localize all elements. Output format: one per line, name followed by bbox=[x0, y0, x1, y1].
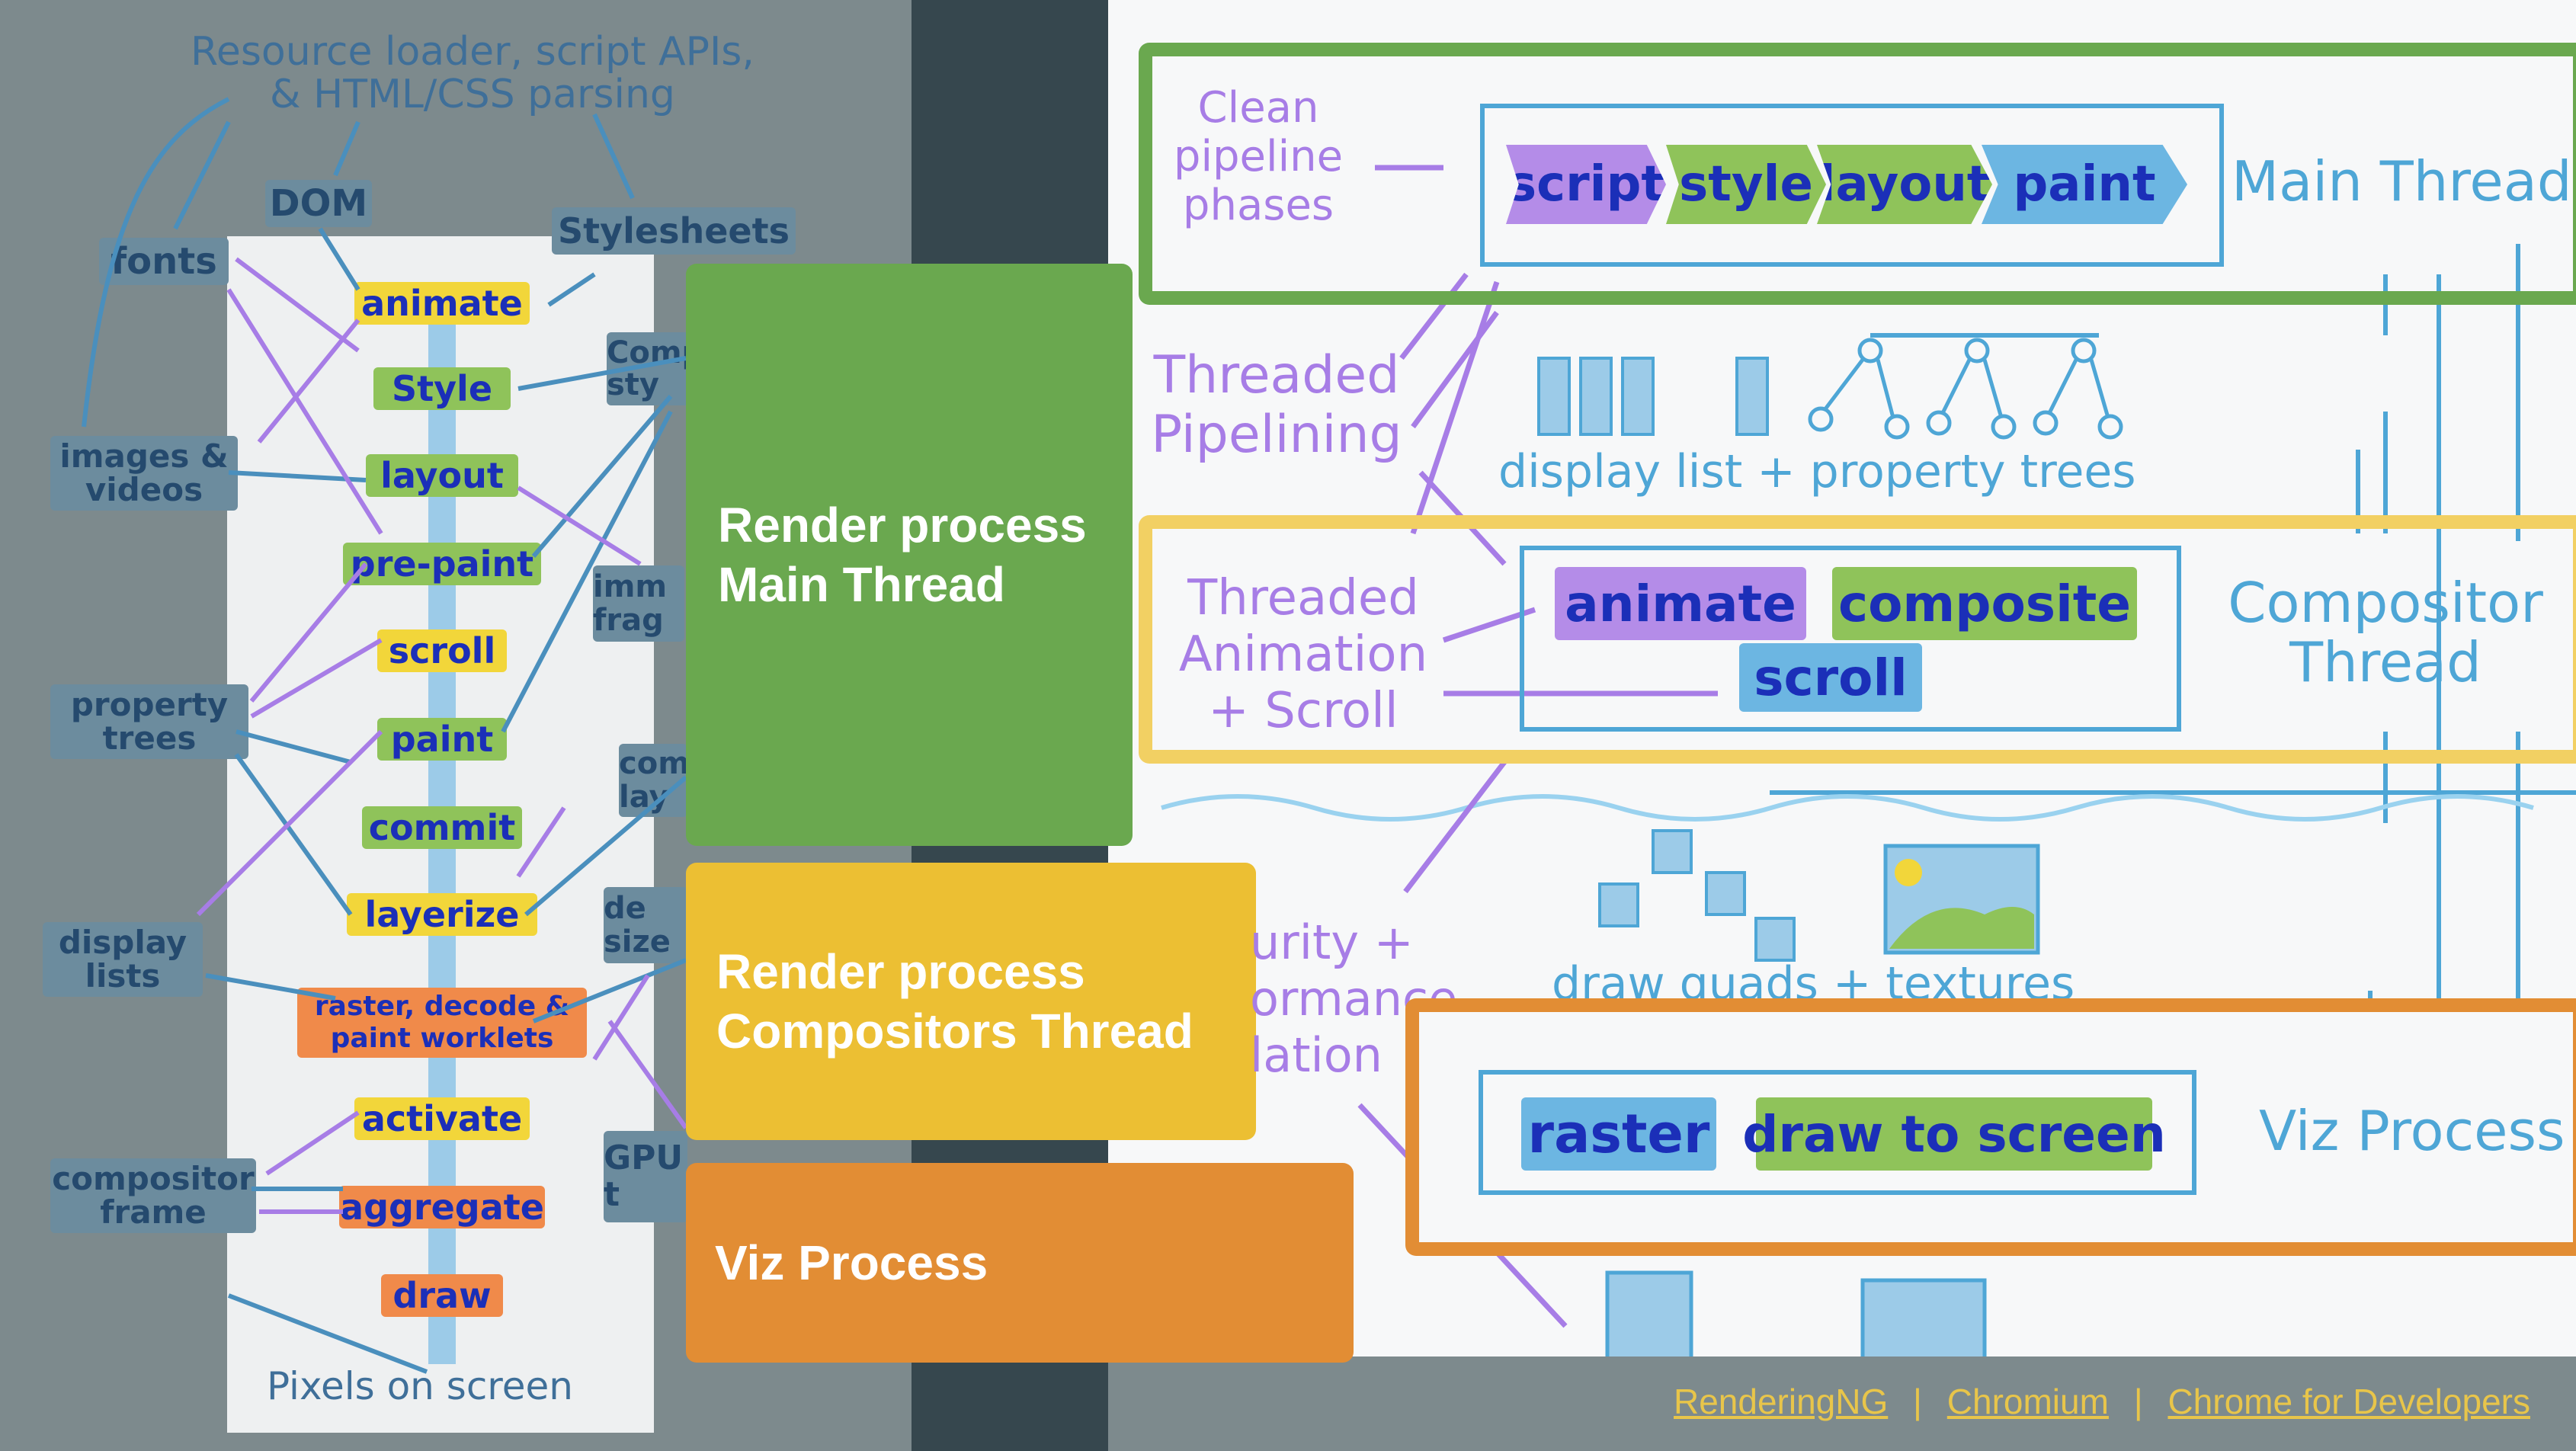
display-lists-label: display lists bbox=[43, 922, 203, 997]
legend-compositor-thread: Render process Compositors Thread bbox=[686, 863, 1256, 1140]
viz-raster-chip: raster bbox=[1521, 1097, 1716, 1171]
stage-chip: layout bbox=[366, 454, 518, 497]
legend-main-thread: Render process Main Thread bbox=[686, 264, 1133, 846]
footer-links: RenderingNG | Chromium | Chrome for Deve… bbox=[1674, 1381, 2530, 1422]
stage-chip: commit bbox=[362, 806, 522, 849]
phase-chip-paint: paint bbox=[1982, 145, 2187, 224]
property-trees-label: property trees bbox=[50, 684, 248, 759]
bottom-strip bbox=[1108, 1357, 2576, 1451]
phase-chip-style: style bbox=[1666, 145, 1826, 224]
main-thread-pipeline-box bbox=[1480, 104, 2224, 267]
threaded-pipelining-label: Threaded Pipelining bbox=[1151, 345, 1402, 465]
comp-animate-chip: animate bbox=[1555, 567, 1806, 640]
stage-chip: activate bbox=[354, 1097, 530, 1140]
viz-draw-chip: draw to screen bbox=[1742, 1097, 2166, 1171]
stage-chip: paint bbox=[377, 718, 507, 761]
threaded-animation-label: Threaded Animation + Scroll bbox=[1178, 570, 1428, 739]
stage-chip: Style bbox=[373, 367, 511, 410]
compositor-thread-label: Compositor Thread bbox=[2228, 571, 2543, 694]
viz-process-box bbox=[1479, 1070, 2196, 1195]
phase-chip-script: script bbox=[1506, 145, 1666, 224]
stage-chip: layerize bbox=[347, 893, 537, 936]
comp-scroll-chip: scroll bbox=[1739, 643, 1922, 712]
legend-main-thread-line1: Render process bbox=[718, 498, 1087, 553]
legend-viz-process: Viz Process bbox=[686, 1163, 1354, 1363]
footer-link-renderingng[interactable]: RenderingNG bbox=[1674, 1382, 1889, 1421]
stage-chip: pre-paint bbox=[343, 543, 541, 585]
compositor-thread-highlight bbox=[1139, 515, 2576, 764]
main-thread-highlight bbox=[1139, 43, 2576, 305]
images-label: images & videos bbox=[50, 436, 238, 511]
compositor-thread-box bbox=[1520, 546, 2181, 732]
compositor-frame-label: compositor frame bbox=[50, 1158, 256, 1233]
fonts-label: fonts bbox=[99, 238, 229, 285]
stage-chip: draw bbox=[381, 1274, 503, 1317]
left-arrows bbox=[82, 97, 688, 1374]
viz-process-label: Viz Process bbox=[2259, 1099, 2565, 1163]
footer-separator: | bbox=[2133, 1382, 2143, 1421]
comp-composite-chip: composite bbox=[1832, 567, 2137, 640]
footer-link-chrome-devs[interactable]: Chrome for Developers bbox=[2167, 1382, 2530, 1421]
legend-compositor-line1: Render process bbox=[716, 944, 1085, 999]
stylesheets-label: Stylesheets bbox=[552, 207, 796, 255]
stage-chip: animate bbox=[354, 282, 530, 325]
gpu-tiles-label: GPU t bbox=[604, 1131, 687, 1222]
legend-compositor-line2: Compositors Thread bbox=[716, 1004, 1193, 1059]
footer-link-chromium[interactable]: Chromium bbox=[1946, 1382, 2109, 1421]
display-list-label: display list + property trees bbox=[1498, 445, 2136, 498]
legend-viz-line1: Viz Process bbox=[715, 1235, 988, 1290]
dom-label: DOM bbox=[265, 180, 372, 227]
immutable-fragments-label: imm frag bbox=[593, 565, 684, 642]
phase-chip-layout: layout bbox=[1817, 145, 1992, 224]
stage-chip: aggregate bbox=[339, 1186, 545, 1228]
stage-chip: raster, decode & paint worklets bbox=[297, 988, 587, 1058]
header-text: Resource loader, script APIs, & HTML/CSS… bbox=[191, 29, 755, 117]
stage-chip: scroll bbox=[377, 629, 507, 672]
footer-separator: | bbox=[1913, 1382, 1922, 1421]
decoded-sizes-label: de size bbox=[604, 887, 687, 963]
clean-pipeline-label: Clean pipeline phases bbox=[1173, 83, 1344, 230]
main-thread-label: Main Thread bbox=[2232, 149, 2572, 213]
legend-main-thread-line2: Main Thread bbox=[718, 557, 1005, 612]
